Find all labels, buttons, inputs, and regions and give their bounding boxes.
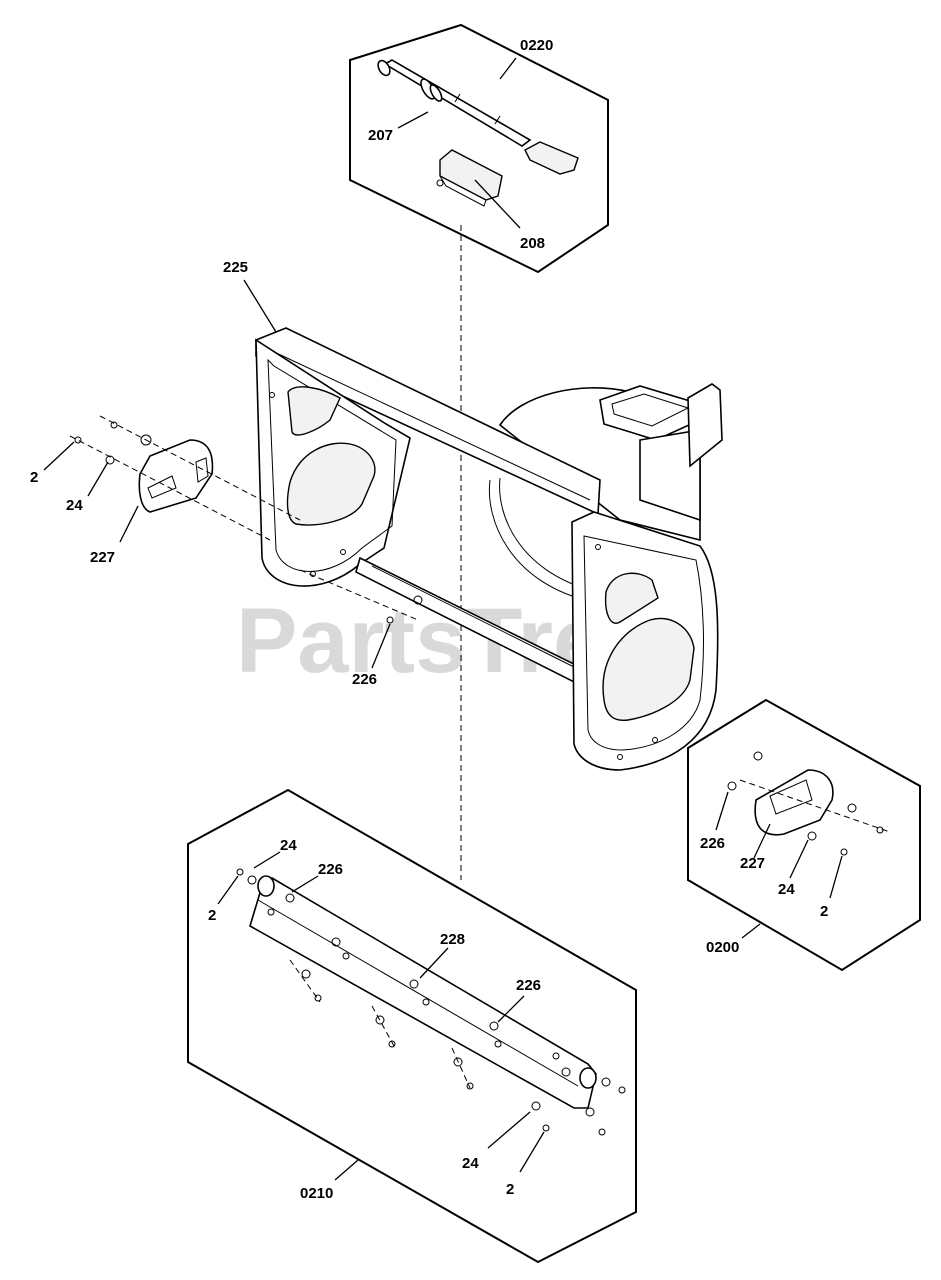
auger-housing-part-225[interactable] (255, 327, 723, 771)
callout-24-bottom-top: 24 (280, 837, 297, 854)
callout-226-bottom-top: 226 (318, 861, 343, 878)
callout-24-bottom-low: 24 (462, 1155, 479, 1172)
callout-226-right: 226 (700, 835, 725, 852)
group-0200-frame (687, 698, 921, 972)
callout-2-bottom-low: 2 (506, 1181, 514, 1198)
skid-shoe-left-part-227[interactable] (138, 439, 214, 513)
group-label-0220: 0220 (520, 37, 553, 54)
group-label-0200: 0200 (706, 939, 739, 956)
callout-225: 225 (223, 259, 248, 276)
fastener-bolt-left[interactable] (74, 421, 152, 465)
callout-2-bottom-left: 2 (208, 907, 216, 924)
shaft-bracket-part-208[interactable] (436, 149, 503, 207)
group-0200: 226 227 24 2 0200 (687, 698, 921, 972)
group-0220: 0220 207 208 (349, 23, 609, 274)
group-0210: 24 226 2 228 226 24 2 0210 (187, 788, 637, 1264)
callout-207: 207 (368, 127, 393, 144)
group-label-0210: 0210 (300, 1185, 333, 1202)
callout-226-bottom-right: 226 (516, 977, 541, 994)
callout-226-center: 226 (352, 671, 377, 688)
callout-24-right: 24 (778, 881, 795, 898)
callout-208: 208 (520, 235, 545, 252)
callout-227-left: 227 (90, 549, 115, 566)
group-0210-frame (187, 788, 637, 1264)
skid-shoe-right-part-227[interactable] (754, 769, 834, 836)
group-0220-frame (349, 23, 609, 274)
scraper-bar-part-228[interactable] (249, 875, 597, 1109)
callout-227-right: 227 (740, 855, 765, 872)
callout-24-left: 24 (66, 497, 83, 514)
scraper-bar-fasteners[interactable] (236, 868, 626, 1136)
chute-shaft-part-207[interactable] (376, 59, 579, 175)
callout-228: 228 (440, 931, 465, 948)
callout-2-left: 2 (30, 469, 38, 486)
callout-2-right: 2 (820, 903, 828, 920)
carriage-bolt-center-226[interactable] (386, 595, 423, 624)
